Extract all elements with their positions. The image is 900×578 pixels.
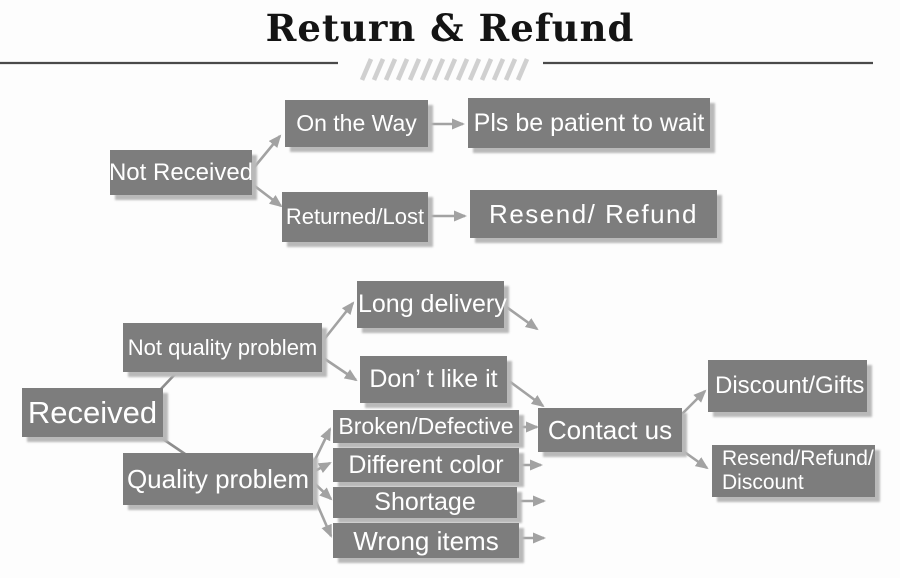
node-wrong-items: Wrong items <box>333 523 519 558</box>
arrow-quality-shortage <box>312 481 333 501</box>
arrow-long-delivery-out <box>504 304 539 331</box>
arrow-quality-different <box>312 461 332 474</box>
node-discount-gifts: Discount/Gifts <box>708 360 867 412</box>
arrow-not-received-on-the-way <box>250 134 282 171</box>
node-pls-be-patient: Pls be patient to wait <box>468 98 710 148</box>
node-line-2: Discount <box>722 471 804 494</box>
node-different-color: Different color <box>333 448 519 482</box>
link-received-not-quality <box>159 370 179 391</box>
page-title: Return & Refund <box>265 6 635 50</box>
node-resend-refund: Resend/ Refund <box>470 190 717 238</box>
node-received: Received <box>22 388 163 437</box>
link-received-quality <box>159 435 189 458</box>
node-quality-problem: Quality problem <box>123 453 313 505</box>
node-dont-like-it: Don’ t like it <box>360 356 507 403</box>
node-long-delivery: Long delivery <box>357 281 507 328</box>
node-shortage: Shortage <box>333 487 517 518</box>
arrow-not-quality-dont-like <box>321 355 358 382</box>
node-not-quality-problem: Not quality problem <box>123 323 322 372</box>
arrow-dont-like-contact-us <box>508 379 545 408</box>
node-returned-lost: Returned/Lost <box>282 192 428 242</box>
node-contact-us: Contact us <box>538 408 682 452</box>
node-on-the-way: On the Way <box>285 100 428 147</box>
node-line-1: Resend/Refund/ <box>722 447 874 471</box>
arrow-quality-wrong <box>309 489 333 538</box>
arrow-not-received-returned-lost <box>251 182 283 208</box>
arrow-quality-broken <box>311 427 332 465</box>
node-resend-refund-discount: Resend/Refund/ Discount <box>712 445 875 497</box>
node-not-received: Not Received <box>109 150 253 195</box>
hatch-decoration <box>359 58 530 81</box>
node-broken-defective: Broken/Defective <box>333 410 519 443</box>
arrow-not-quality-long-delivery <box>320 301 355 343</box>
